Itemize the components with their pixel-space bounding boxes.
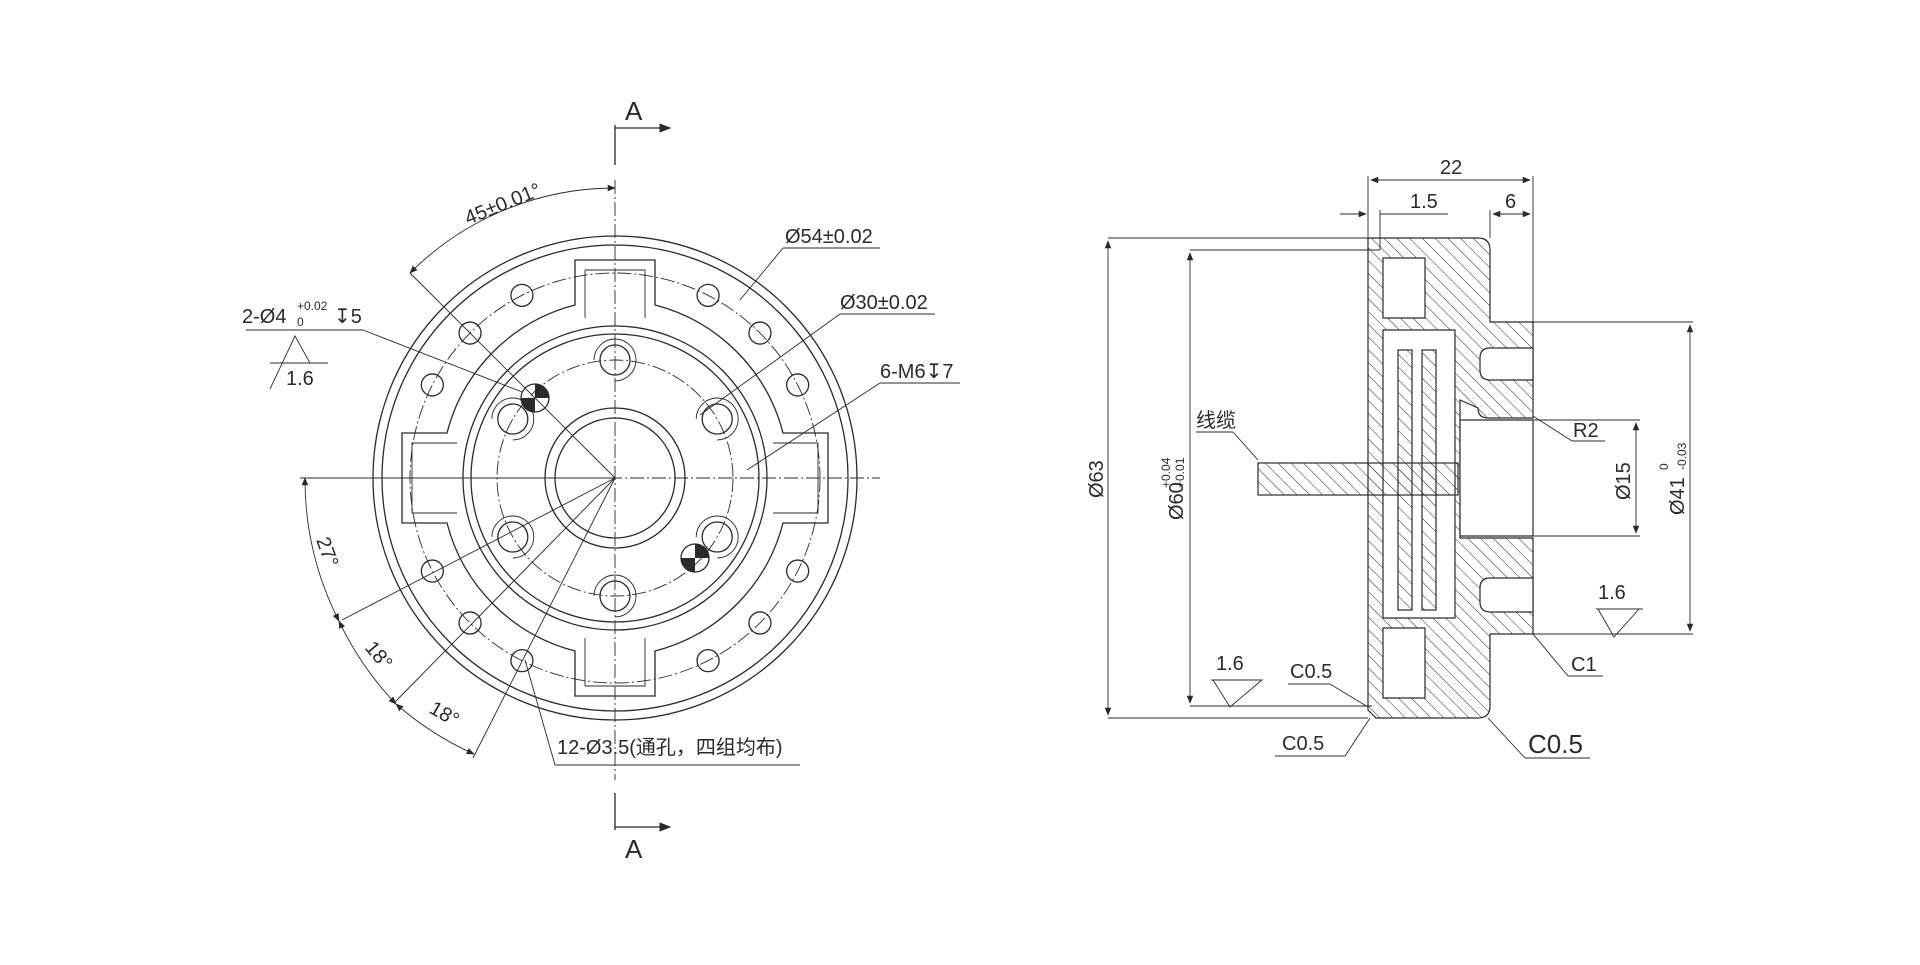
dia-54-label: Ø54±0.02 [785, 226, 873, 248]
front-view: A A [242, 96, 960, 864]
angle-18a-label: 18° [360, 637, 396, 674]
thread-major-arc [593, 574, 637, 618]
angle-45-label: 45±0.01° [462, 179, 545, 229]
thread-major-arc [593, 338, 637, 382]
right-thread-hole-lower [1479, 577, 1534, 613]
angle-18b-label: 18° [426, 697, 463, 731]
dim-6-label: 6 [1505, 191, 1516, 213]
threaded-hole [599, 344, 631, 376]
angle-ref-45 [394, 477, 616, 703]
threaded-hole [497, 403, 529, 435]
through-hole [510, 283, 534, 307]
angle-45-reference-line [409, 272, 616, 479]
c05-c-label: C0.5 [1528, 729, 1583, 759]
c05-b-label: C0.5 [1282, 733, 1324, 755]
threaded-hole [599, 580, 631, 612]
through-hole [420, 559, 444, 583]
thread-major-arc [491, 515, 535, 559]
roughness-symbol-bottom: 1.6 [1211, 653, 1264, 708]
roughness-symbol-right: 1.6 [1596, 582, 1643, 638]
dia-41-tol-upper: 0 [1657, 463, 1671, 470]
pin-callout-prefix: 2-Ø4 [242, 306, 286, 328]
threaded-holes-group [491, 338, 739, 618]
angle-27-label: 27° [311, 534, 342, 570]
dim-22-label: 22 [1440, 157, 1462, 179]
through-hole [696, 649, 720, 673]
dia-60-tol-upper: +0.04 [1159, 457, 1173, 488]
through-hole [458, 611, 482, 635]
c05-c-leader [1487, 717, 1526, 759]
angle-ref-63 [472, 477, 616, 759]
holes-callout-leader [524, 659, 556, 766]
roughness-bottom-value: 1.6 [1216, 653, 1244, 675]
dia-60-tol-lower: +0.01 [1173, 457, 1187, 488]
pin-callout-leader [362, 329, 523, 393]
dia-30-label: Ø30±0.02 [840, 292, 928, 314]
pin-depth: ↧5 [334, 306, 362, 328]
through-hole [786, 559, 810, 583]
through-hole [748, 321, 772, 345]
r2-label: R2 [1573, 420, 1599, 442]
roughness-front-value: 1.6 [286, 368, 314, 390]
angle-45-arc [409, 184, 616, 274]
section-label-top: A [625, 96, 643, 126]
section-mark-bottom: A [614, 793, 672, 864]
threaded-hole [701, 521, 733, 553]
angle-18b-arc [395, 703, 475, 755]
cable-shaft [1257, 462, 1459, 496]
c1-label: C1 [1571, 654, 1597, 676]
dia-41-tol-lower: -0.03 [1675, 442, 1689, 470]
threaded-hole [701, 403, 733, 435]
angle-ref-27 [341, 477, 616, 621]
section-label-bottom: A [625, 834, 643, 864]
section-mark-top: A [614, 96, 672, 165]
thread-major-arc [695, 515, 739, 559]
through-holes-group [420, 283, 810, 673]
dia-15-label: Ø15 [1613, 462, 1635, 500]
angle-18a-arc [338, 620, 397, 705]
r2-leader [1532, 415, 1573, 442]
through-hole [458, 321, 482, 345]
c05-b-leader [1344, 717, 1371, 757]
through-hole [786, 373, 810, 397]
through-hole [420, 373, 444, 397]
dia-41-label: Ø41 [1667, 477, 1689, 515]
side-view: 线缆 Ø63 Ø60 +0.04 +0.01 1.6 22 1.5 6 [1086, 157, 1694, 759]
dim-1-5-label: 1.5 [1410, 191, 1438, 213]
roughness-right-value: 1.6 [1598, 582, 1626, 604]
cable-label: 线缆 [1196, 409, 1236, 432]
pin-tol-lower: 0 [297, 315, 304, 329]
dia-63-label: Ø63 [1086, 460, 1108, 498]
dia-30-leader [699, 313, 841, 416]
dia-60-label: Ø60 [1166, 482, 1188, 520]
pin-hole-datum-symbol-1 [520, 383, 550, 413]
dia-54-leader [739, 247, 784, 301]
boss-profile-with-tabs [401, 259, 829, 697]
center-bore-section [1459, 419, 1534, 537]
holes-callout-label: 12-Ø3.5(通孔，四组均布) [557, 736, 783, 759]
pin-hole-datum-symbol-2 [680, 543, 710, 573]
angle-27-arc [301, 477, 340, 622]
boss-inner-profile [411, 269, 819, 687]
through-hole [748, 611, 772, 635]
right-thread-hole-upper [1479, 347, 1534, 381]
roughness-symbol-front: 1.6 [269, 335, 328, 390]
c1-leader [1532, 633, 1569, 677]
thread-major-arc [695, 397, 739, 441]
pin-tol-upper: +0.02 [297, 299, 328, 313]
thread-label: 6-M6↧7 [880, 361, 953, 383]
threaded-hole [497, 521, 529, 553]
through-hole [510, 649, 534, 673]
c05-a-leader [1329, 683, 1369, 708]
thread-leader [746, 382, 881, 471]
c05-a-label: C0.5 [1290, 661, 1332, 683]
cable-leader [1232, 431, 1259, 461]
through-hole [696, 283, 720, 307]
